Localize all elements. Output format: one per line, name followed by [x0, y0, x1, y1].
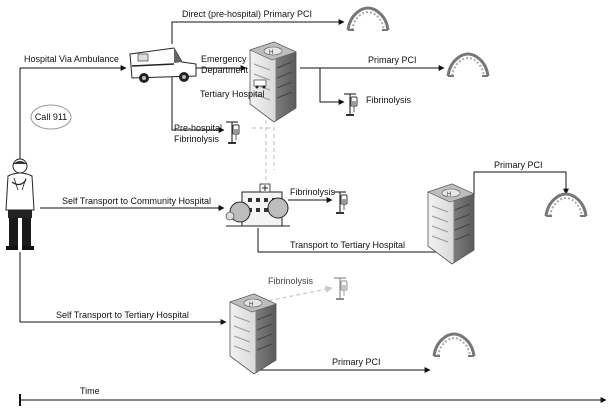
pci-arch-icon: [544, 192, 588, 218]
call-911-label: Call 911: [35, 112, 67, 122]
call-911-node: Call 911: [30, 104, 72, 130]
route-tertiary-label: Self Transport to Tertiary Hospital: [56, 310, 189, 320]
iv-drip-icon: [225, 121, 240, 145]
primary-pci-label-bottom: Primary PCI: [332, 357, 381, 367]
fibrinolysis-label-bottom: Fibrinolysis: [268, 276, 314, 286]
tertiary-hospital-bottom-icon: [229, 293, 277, 375]
prehospital-label-line2: Fibrinolysis: [174, 134, 220, 144]
prehospital-label-line1: Pre-hospital: [174, 123, 222, 133]
route-ambulance-label: Hospital Via Ambulance: [24, 54, 119, 64]
dashed-connectors: [252, 89, 333, 303]
time-label: Time: [80, 386, 100, 396]
ambulance-icon: [129, 47, 197, 83]
direct-pci-label: Direct (pre-hospital) Primary PCI: [182, 9, 312, 19]
pci-arch-icon: [446, 52, 490, 78]
route-community-label: Self Transport to Community Hospital: [62, 196, 211, 206]
fibrinolysis-label-community: Fibrinolysis: [290, 187, 336, 197]
transport-tertiary-label: Transport to Tertiary Hospital: [290, 240, 405, 250]
iv-drip-icon: [333, 191, 348, 215]
pci-arch-icon: [432, 332, 476, 358]
small-ambulance-icon: [253, 79, 267, 89]
person-icon: [5, 158, 35, 250]
pci-arch-icon: [346, 6, 390, 32]
iv-drip-icon: [333, 277, 348, 301]
ed-label-line1: Emergency: [201, 54, 247, 64]
labels: Hospital Via Ambulance Self Transport to…: [24, 9, 543, 396]
tertiary-hospital-label: Tertiary Hospital: [200, 89, 265, 99]
primary-pci-label-right: Primary PCI: [494, 160, 543, 170]
community-hospital-icon: [225, 183, 290, 227]
connector-lines: [19, 19, 607, 406]
iv-drip-icon: [343, 93, 358, 117]
ed-label-line2: Department: [201, 65, 249, 75]
primary-pci-label-top: Primary PCI: [368, 55, 417, 65]
fibrinolysis-label-top: Fibrinolysis: [366, 95, 412, 105]
